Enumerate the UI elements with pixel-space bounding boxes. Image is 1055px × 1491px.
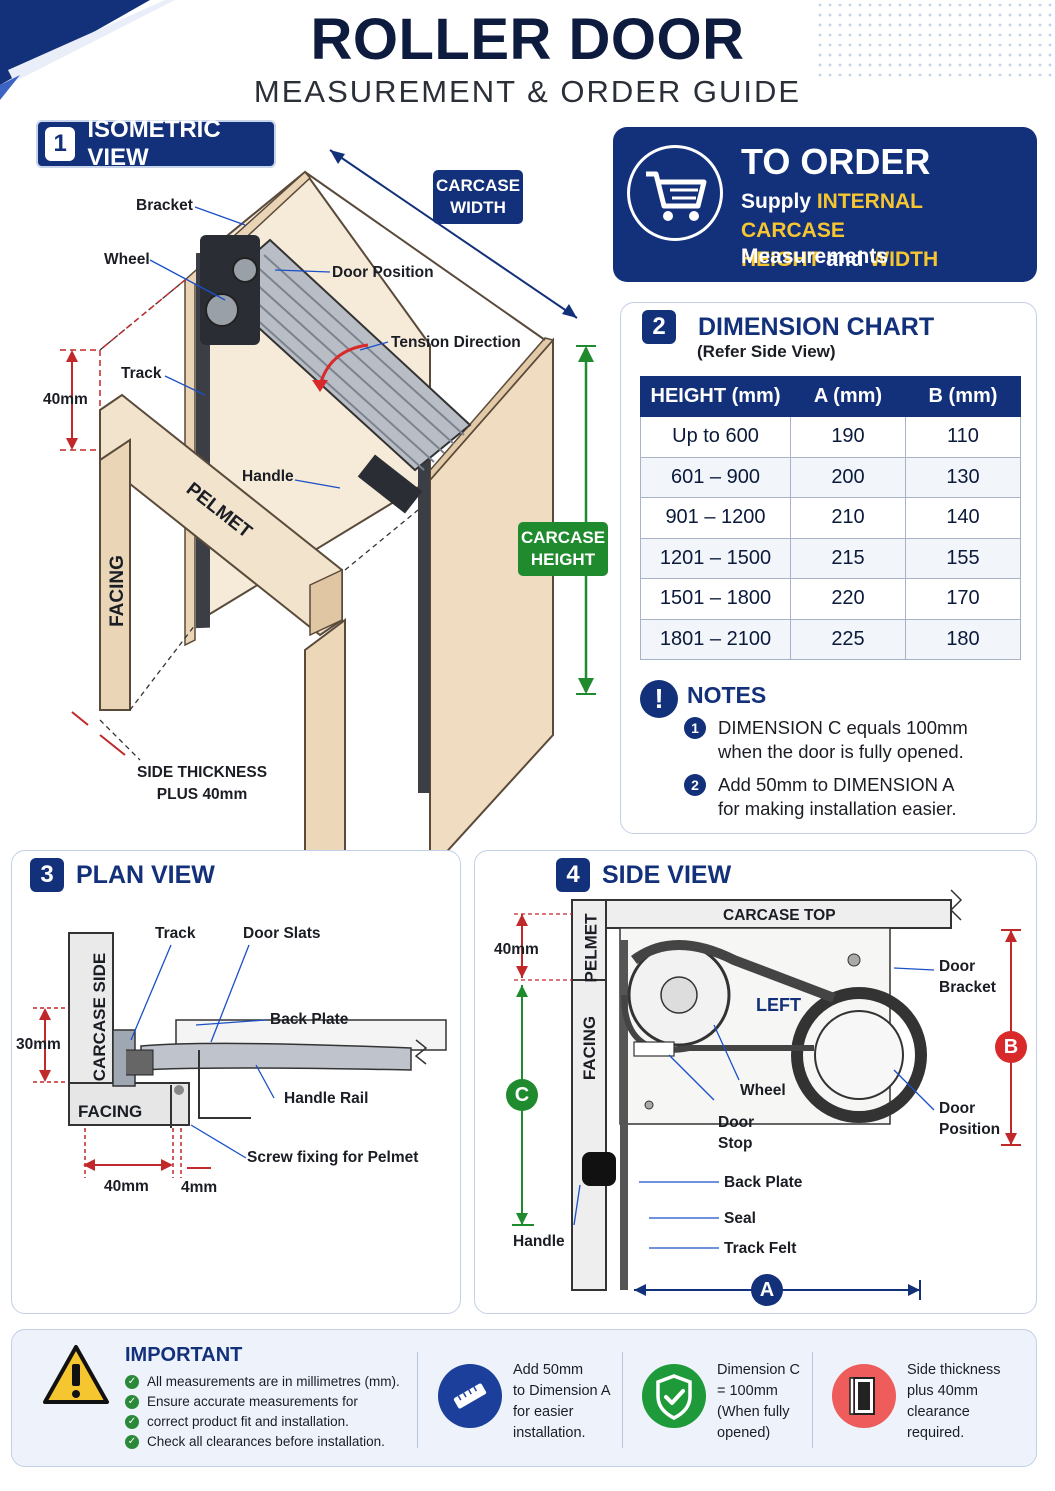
list-item: ✓correct product fit and installation. <box>125 1414 349 1429</box>
to-order-measurements: Measurements <box>741 245 889 268</box>
important-panel: IMPORTANT ✓All measurements are in milli… <box>11 1329 1037 1467</box>
side-view-diagram <box>512 889 1021 1300</box>
section-number: 1 <box>45 127 76 161</box>
tip-dimension-a: Add 50mm to Dimension A for easier insta… <box>513 1362 611 1441</box>
side-pelmet-label: PELMET <box>581 913 601 983</box>
carcase-width-tag: CARCASE WIDTH <box>433 170 523 224</box>
plan-30mm-label: 30mm <box>16 1036 61 1053</box>
iso-track-label: Track <box>121 365 162 382</box>
column-header-a: A (mm) <box>790 376 906 417</box>
plan-door-slats-label: Door Slats <box>243 925 321 942</box>
dimension-c-badge: C <box>506 1079 538 1111</box>
column-header-height: HEIGHT (mm) <box>640 376 791 417</box>
to-order-title: TO ORDER <box>741 141 931 182</box>
iso-wheel-label: Wheel <box>104 251 150 268</box>
plan-back-plate-label: Back Plate <box>270 1011 349 1028</box>
side-wheel-label: Wheel <box>740 1082 786 1099</box>
section-title: PLAN VIEW <box>76 860 215 889</box>
iso-bracket-label: Bracket <box>136 197 193 214</box>
section-number: 2 <box>642 310 676 344</box>
plan-facing-label: FACING <box>78 1102 143 1121</box>
section-title: SIDE VIEW <box>602 860 732 889</box>
plan-view-heading: 3 PLAN VIEW <box>30 858 215 892</box>
iso-door-position-label: Door Position <box>332 264 434 281</box>
to-order-text: Supply INTERNAL CARCASE HEIGHT and WIDTH <box>741 190 939 271</box>
plan-screw-fixing-label: Screw fixing for Pelmet <box>247 1149 419 1166</box>
exclamation-icon: ! <box>640 680 678 718</box>
cart-icon-circle <box>627 145 723 241</box>
important-title: IMPORTANT <box>125 1344 243 1366</box>
dot-pattern <box>815 0 1055 80</box>
section-title: ISOMETRIC VIEW <box>87 116 221 171</box>
section-title: DIMENSION CHART <box>698 312 935 341</box>
list-item: ✓Check all clearances before installatio… <box>125 1434 385 1449</box>
iso-handle-label: Handle <box>242 468 294 485</box>
check-icon: ✓ <box>125 1374 139 1389</box>
notes-title: NOTES <box>687 682 767 708</box>
check-icon: ✓ <box>125 1414 139 1429</box>
section-number: 4 <box>556 858 590 892</box>
plan-track-label: Track <box>155 925 196 942</box>
plan-view-panel <box>11 850 461 1314</box>
check-icon: ✓ <box>125 1434 139 1449</box>
check-icon: ✓ <box>125 1394 139 1409</box>
iso-facing-label: FACING <box>106 555 128 627</box>
divider <box>622 1352 623 1448</box>
to-order-panel: TO ORDER Supply INTERNAL CARCASE HEIGHT … <box>613 127 1037 282</box>
shield-check-icon <box>642 1364 706 1428</box>
isometric-diagram <box>60 149 596 873</box>
side-carcase-top-label: CARCASE TOP <box>723 907 836 924</box>
side-seal-label: Seal <box>724 1210 756 1227</box>
plan-handle-rail-label: Handle Rail <box>284 1090 369 1107</box>
side-left-label: LEFT <box>756 995 801 1015</box>
list-item: ✓Ensure accurate measurements for <box>125 1394 358 1409</box>
tip-side-thickness: Side thickness plus 40mm clearance requi… <box>907 1362 1001 1441</box>
column-header-b: B (mm) <box>905 376 1021 417</box>
page-title: ROLLER DOOR <box>310 7 745 72</box>
divider <box>417 1352 418 1448</box>
dimension-a-badge: A <box>751 1274 783 1306</box>
iso-tension-direction-label: Tension Direction <box>391 334 521 351</box>
page-subtitle: MEASUREMENT & ORDER GUIDE <box>253 74 802 109</box>
side-handle-label: Handle <box>513 1233 565 1250</box>
list-item: ✓All measurements are in millimetres (mm… <box>125 1374 400 1389</box>
iso-side-thickness-label: SIDE THICKNESS PLUS 40mm <box>137 764 268 803</box>
carcase-height-tag: CARCASE HEIGHT <box>518 522 608 576</box>
plan-4mm-label: 4mm <box>181 1179 218 1196</box>
dimension-chart-heading: 2 DIMENSION CHART <box>642 310 934 344</box>
corner-decoration <box>0 0 175 100</box>
iso-40mm-label: 40mm <box>43 391 88 408</box>
tape-measure-icon <box>438 1364 502 1428</box>
side-40mm-label: 40mm <box>494 941 539 958</box>
door-clearance-icon <box>832 1364 896 1428</box>
dimension-b-badge: B <box>995 1031 1027 1063</box>
side-view-heading: 4 SIDE VIEW <box>556 858 731 892</box>
divider <box>812 1352 813 1448</box>
tip-dimension-c: Dimension C = 100mm (When fully opened) <box>717 1362 800 1441</box>
side-facing-label: FACING <box>580 1015 600 1081</box>
warning-icon <box>43 1345 109 1404</box>
side-track-felt-label: Track Felt <box>724 1240 797 1257</box>
plan-40mm-label: 40mm <box>104 1178 149 1195</box>
section-number: 3 <box>30 858 64 892</box>
isometric-view-heading: 1 ISOMETRIC VIEW <box>36 116 276 171</box>
shopping-cart-icon <box>646 171 707 221</box>
side-back-plate-label: Back Plate <box>724 1174 803 1191</box>
plan-carcase-side-label: CARCASE SIDE <box>90 952 110 1082</box>
dimension-chart-subtitle: (Refer Side View) <box>697 342 836 361</box>
plan-view-diagram <box>33 932 447 1178</box>
